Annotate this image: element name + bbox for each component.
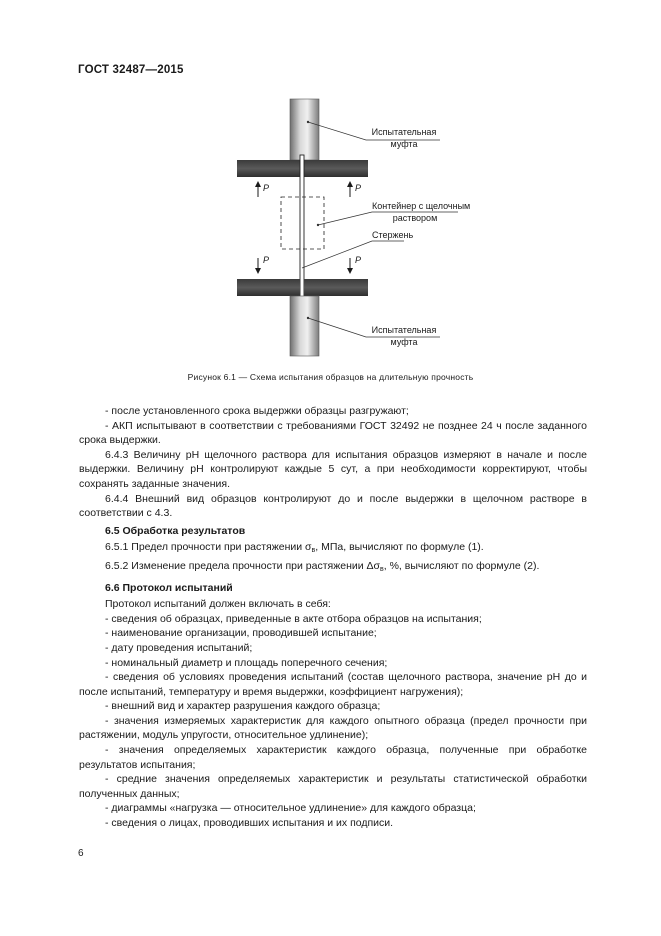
paragraph-6-5-2: 6.5.2 Изменение предела прочности при ра… [105, 559, 540, 573]
top-plate-right [304, 160, 368, 177]
label-bottom-coupling: Испытательная муфта [371, 325, 437, 347]
label-container: Контейнер с щелочным раствором [372, 201, 471, 223]
load-label-bottom-left: P [263, 255, 270, 265]
leader-container [317, 211, 458, 226]
heading-6-5: 6.5 Обработка результатов [105, 524, 246, 537]
list-item: - значения измеряемых характеристик для … [79, 714, 587, 742]
list-item: - диаграммы «нагрузка — относительное уд… [105, 802, 476, 815]
label-rod: Стержень [372, 230, 414, 240]
label-top-coupling: Испытательная муфта [371, 127, 437, 149]
paragraph-6-4-4: 6.4.4 Внешний вид образцов контролируют … [79, 492, 587, 520]
rod [299, 154, 305, 301]
paragraph-akp-test: - АКП испытывают в соответствии с требов… [79, 419, 587, 447]
document-body: - после установленного срока выдержки об… [79, 404, 587, 831]
leader-bottom-coupling [307, 317, 440, 338]
list-item: - значения определяемых характеристик ка… [79, 744, 587, 771]
load-label-top-right: P [355, 183, 362, 193]
figure-drawing [237, 98, 458, 357]
bottom-plate-left [237, 279, 300, 296]
list-item: - сведения об условиях проведения испыта… [79, 671, 587, 698]
bottom-plate-right [304, 279, 368, 296]
load-label-top-left: P [263, 183, 270, 193]
list-item: - наименование организации, проводившей … [105, 627, 377, 640]
list-item: - номинальный диаметр и площадь поперечн… [105, 656, 388, 669]
list-item: - дату проведения испытаний; [105, 641, 253, 654]
leader-rod [301, 240, 404, 269]
leader-top-coupling [307, 121, 440, 141]
page-number: 6 [78, 848, 84, 859]
heading-6-6: 6.6 Протокол испытаний [105, 581, 233, 594]
paragraph-protocol-intro: Протокол испытаний должен включать в себ… [105, 598, 331, 611]
bottom-coupling [289, 295, 320, 357]
list-item: - внешний вид и характер разрушения кажд… [105, 700, 381, 713]
list-item: - сведения об образцах, приведенные в ак… [105, 612, 482, 625]
list-item: - средние значения определяемых характер… [79, 773, 587, 800]
load-label-bottom-right: P [355, 255, 362, 265]
paragraph-6-5-1: 6.5.1 Предел прочности при растяжении σв… [105, 541, 484, 555]
paragraph-6-4-3: 6.4.3 Величину pH щелочного раствора для… [79, 448, 587, 490]
list-item: - сведения о лицах, проводивших испытани… [105, 817, 394, 830]
top-plate-left [237, 160, 300, 177]
alkaline-container [280, 196, 325, 250]
figure-caption: Рисунок 6.1 — Схема испытания образцов н… [187, 372, 474, 382]
test-scheme-figure: Испытательная муфта Контейнер с щелочным… [0, 0, 661, 370]
top-coupling [289, 98, 320, 161]
doc-header: ГОСТ 32487—2015 [78, 64, 184, 76]
paragraph-unload: - после установленного срока выдержки об… [105, 405, 409, 417]
